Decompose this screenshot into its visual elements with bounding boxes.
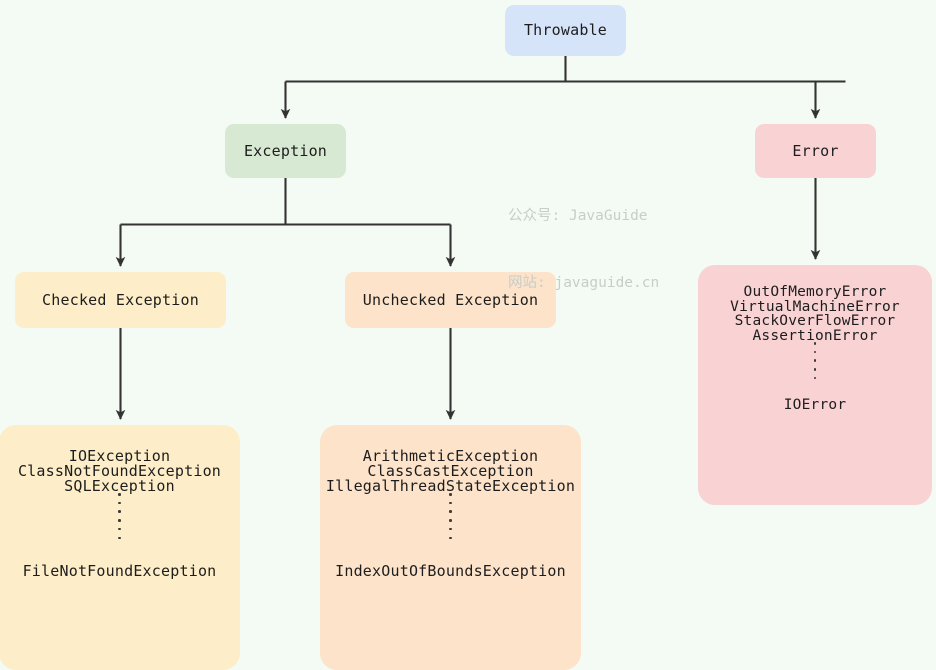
watermark: 公众号: JavaGuide 网站: javaguide.cn <box>508 160 659 340</box>
list-item: IOException <box>68 447 171 465</box>
node-error-list[interactable]: OutOfMemoryError VirtualMachineError Sta… <box>698 265 932 505</box>
list-item: VirtualMachineError <box>730 298 900 315</box>
node-unchecked-exception-list[interactable]: ArithmeticException ClassCastException I… <box>320 425 581 670</box>
list-item: AssertionError <box>752 327 878 344</box>
list-item: StackOverFlowError <box>734 313 896 329</box>
list-item: SQLException <box>64 477 175 495</box>
vertical-ellipsis-icon <box>813 339 817 382</box>
list-item: OutOfMemoryError <box>743 284 887 300</box>
list-item: ArithmeticException <box>362 447 539 465</box>
watermark-line-2: 网站: javaguide.cn <box>508 275 660 292</box>
list-item: ClassNotFoundException <box>17 462 222 480</box>
node-exception[interactable]: Exception <box>225 124 346 178</box>
watermark-line-1: 公众号: JavaGuide <box>508 207 648 224</box>
node-error[interactable]: Error <box>755 124 876 178</box>
node-checked-exception[interactable]: Checked Exception <box>15 272 226 328</box>
node-throwable-label: Throwable <box>523 21 608 39</box>
list-item: IllegalThreadStateException <box>325 477 576 495</box>
node-throwable[interactable]: Throwable <box>505 5 626 56</box>
list-item: FileNotFoundException <box>22 562 217 581</box>
node-unchecked-exception-label: Unchecked Exception <box>362 290 539 309</box>
node-error-label: Error <box>792 141 839 160</box>
list-item: IOError <box>783 397 847 414</box>
vertical-ellipsis-icon <box>449 490 452 542</box>
list-item: ClassCastException <box>367 462 534 480</box>
list-item: IndexOutOfBoundsException <box>335 562 566 581</box>
node-checked-exception-list[interactable]: IOException ClassNotFoundException SQLEx… <box>0 425 240 670</box>
node-checked-exception-label: Checked Exception <box>42 290 199 309</box>
node-exception-label: Exception <box>243 141 328 160</box>
node-unchecked-exception[interactable]: Unchecked Exception <box>345 272 556 328</box>
vertical-ellipsis-icon <box>118 490 121 542</box>
